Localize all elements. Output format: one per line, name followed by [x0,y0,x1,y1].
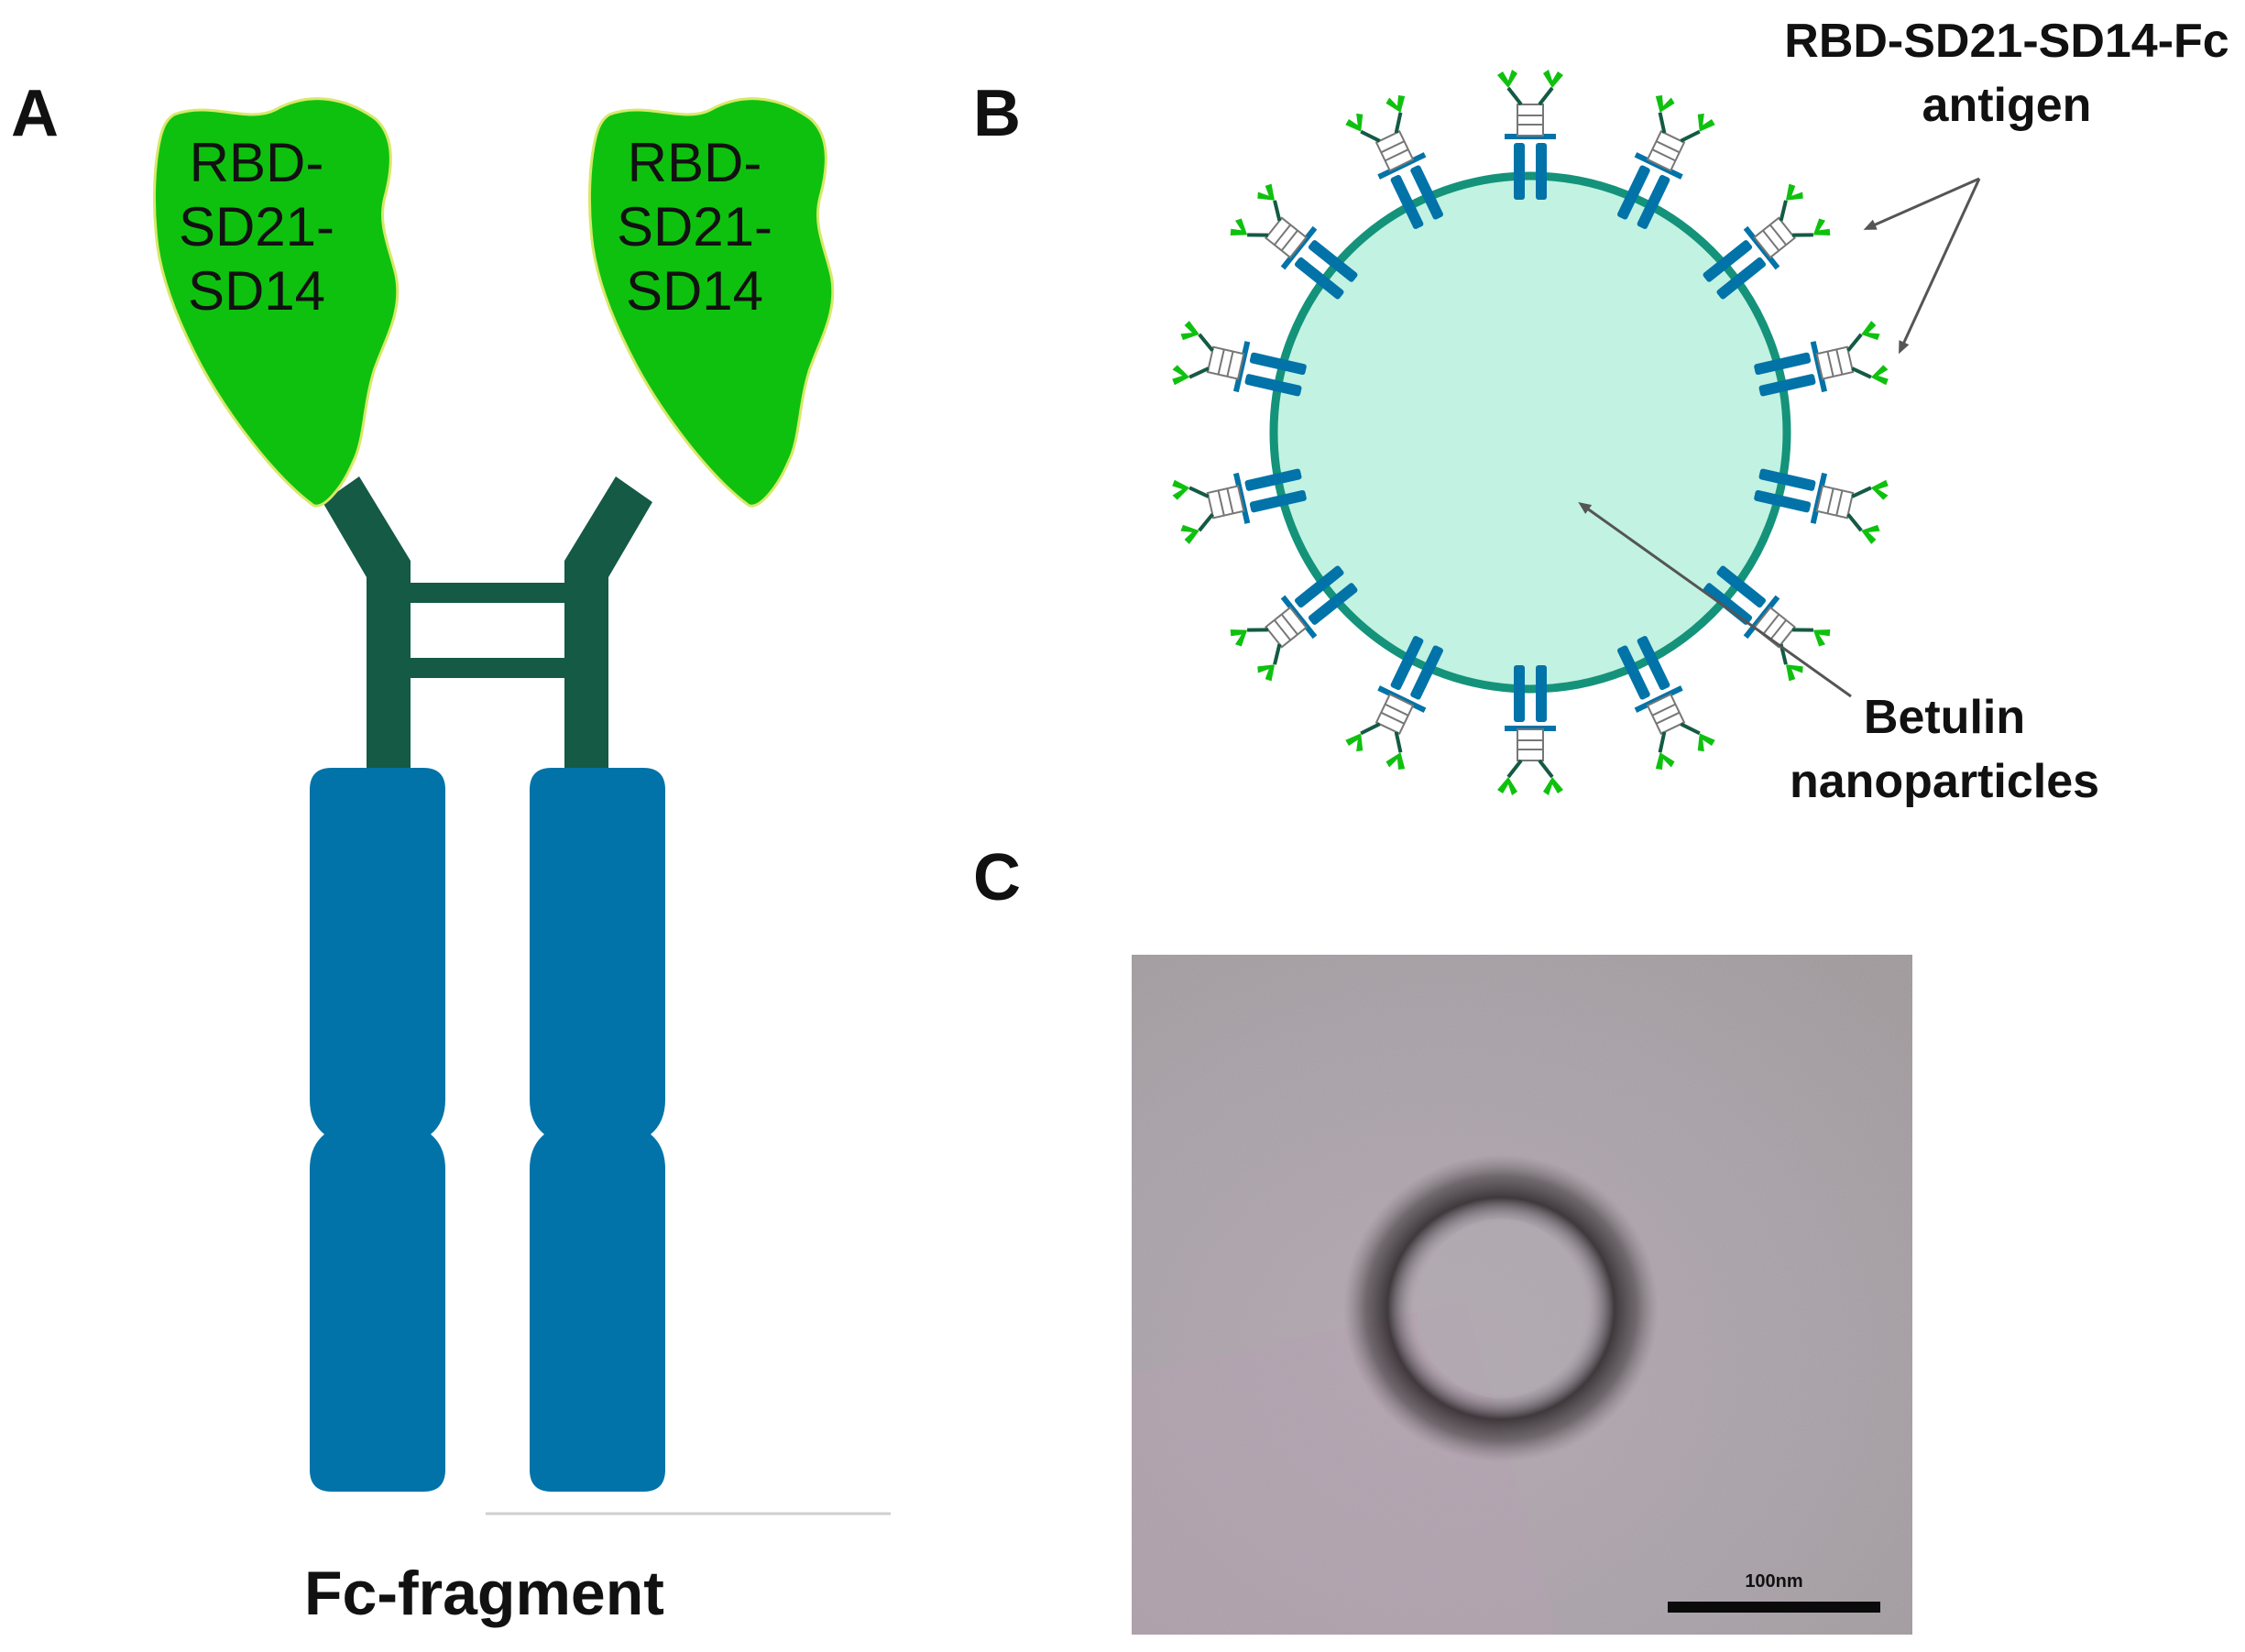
right-domain-label: RBD- SD21- SD14 [617,132,772,322]
antigen-arrow-2 [1899,178,1981,355]
panel-b-letter: B [973,77,1021,150]
core-callout: Betulin nanoparticles [1578,501,2099,808]
fc-fragment-label: Fc-fragment [304,1559,664,1628]
left-hinge-arm [323,476,411,779]
left-domain-line-1: RBD- [190,132,324,193]
panel-c-letter: C [973,841,1021,914]
hinge-region [323,476,652,779]
left-fc-chain [310,768,445,1492]
core-label-line-1: Betulin [1864,691,2025,744]
right-domain-line-3: SD14 [626,260,763,322]
antigen-callout: RBD-SD21-SD14-Fc antigen [1784,15,2229,355]
panel-a-letter: A [11,77,59,150]
right-domain-line-2: SD21- [617,196,772,257]
antigen-label-line-2: antigen [1922,79,2092,132]
right-rbd-domain [587,97,835,508]
panel-c: C 100nm [973,841,1912,1635]
antigen-label-line-1: RBD-SD21-SD14-Fc [1784,15,2229,68]
scale-bar-label: 100nm [1745,1571,1802,1592]
panel-b: B RBD-SD21-SD14-Fc antigen Betulin nanop… [973,15,2229,808]
core-arrow [1578,501,1852,698]
antigen-arrow-1 [1863,177,1980,230]
panel-a: A RBD- SD21- SD14 RBD- SD21- SD14 Fc-fra… [11,77,891,1628]
betulin-nanoparticle-core [1269,171,1791,694]
right-domain-line-1: RBD- [628,132,762,193]
left-rbd-domain [152,97,400,508]
left-domain-line-3: SD14 [188,260,325,322]
hinge-bridge-top [403,583,572,603]
hinge-bridge-bottom [403,658,572,678]
nanoparticle-interior [1417,1219,1585,1398]
right-fc-chain [530,768,665,1492]
fc-chains [310,768,665,1492]
right-hinge-arm [564,476,652,779]
core-label-line-2: nanoparticles [1790,755,2099,808]
left-domain-line-2: SD21- [179,196,334,257]
scale-bar [1668,1602,1880,1613]
tem-micrograph: 100nm [1132,955,1912,1635]
left-domain-label: RBD- SD21- SD14 [179,132,334,322]
